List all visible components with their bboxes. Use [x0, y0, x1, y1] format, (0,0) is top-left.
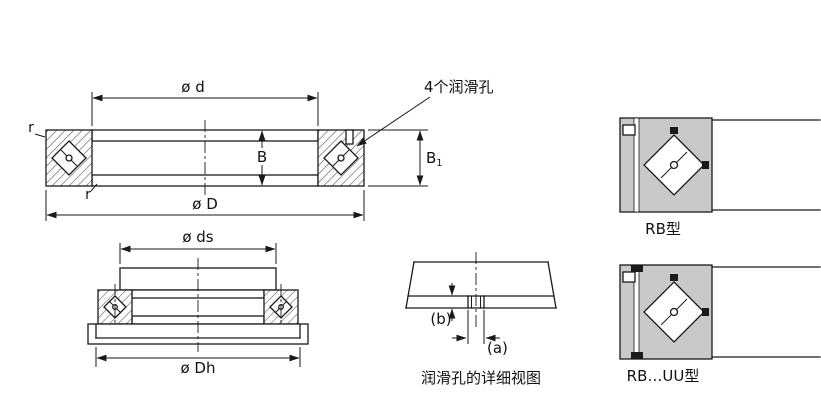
shaft-seat-dimension: ø ds: [119, 228, 277, 264]
dim-housing-bore-label: ø Dh: [180, 359, 215, 377]
dim-outer-label: ø D: [192, 195, 218, 213]
top-section-view: ø d 4个润滑孔 B B1 ø D r: [28, 78, 494, 221]
spacer-block: [670, 274, 678, 281]
leader-line: [90, 183, 98, 192]
roller-center: [669, 160, 679, 170]
seal-block-top: [631, 265, 643, 272]
width-dimension: B: [253, 130, 271, 186]
width1-label: B1: [426, 149, 443, 169]
dim-bore-label: ø d: [181, 78, 204, 96]
outer-dimension: ø D: [45, 190, 365, 221]
hole-depth-dimension: (b): [430, 283, 456, 328]
radius-labels: r r: [28, 120, 98, 203]
mount-section-view: ø ds ø Dh: [87, 228, 309, 377]
rb-type-section: RB型: [619, 117, 821, 238]
retainer-detail: [622, 271, 636, 283]
bore-dimension: ø d: [91, 78, 319, 126]
label-backing: [253, 148, 271, 165]
roller-center: [337, 154, 345, 162]
width1-subscript: 1: [436, 158, 442, 169]
hole-diameter-dimension: (a): [452, 310, 508, 357]
housing-bore-dimension: ø Dh: [95, 347, 301, 377]
hole-diameter-label: (a): [487, 339, 508, 357]
width1-base: B: [426, 149, 436, 167]
roller-center: [65, 154, 73, 162]
leader-line: [34, 133, 46, 138]
rb-type-label: RB型: [645, 220, 681, 238]
lube-hole-detail-view: (b) (a) 润滑孔的详细视图: [405, 252, 557, 387]
break-edge: [547, 261, 557, 309]
roller-center: [669, 307, 679, 317]
radius-top-label: r: [28, 120, 34, 136]
lube-note: 4个润滑孔: [356, 78, 494, 147]
rb-uu-type-section: RB…UU型: [619, 264, 821, 385]
spacer-block: [670, 127, 678, 134]
retainer-detail: [622, 124, 636, 136]
seal-block-bottom: [631, 352, 643, 359]
radius-bottom-label: r: [85, 187, 91, 203]
detail-caption: 润滑孔的详细视图: [421, 369, 541, 387]
rb-uu-type-label: RB…UU型: [627, 367, 700, 385]
leader-line: [356, 96, 431, 147]
hole-depth-label: (b): [430, 310, 451, 328]
spacer-block: [702, 308, 709, 316]
width1-dimension: B1: [368, 129, 443, 187]
dim-shaft-seat-label: ø ds: [182, 228, 213, 246]
lube-hole: [345, 129, 354, 145]
width-label: B: [257, 148, 267, 166]
lube-holes-note: 4个润滑孔: [424, 78, 494, 96]
spacer-block: [702, 161, 709, 169]
break-edge: [405, 261, 415, 309]
ring-seam: [633, 117, 640, 213]
